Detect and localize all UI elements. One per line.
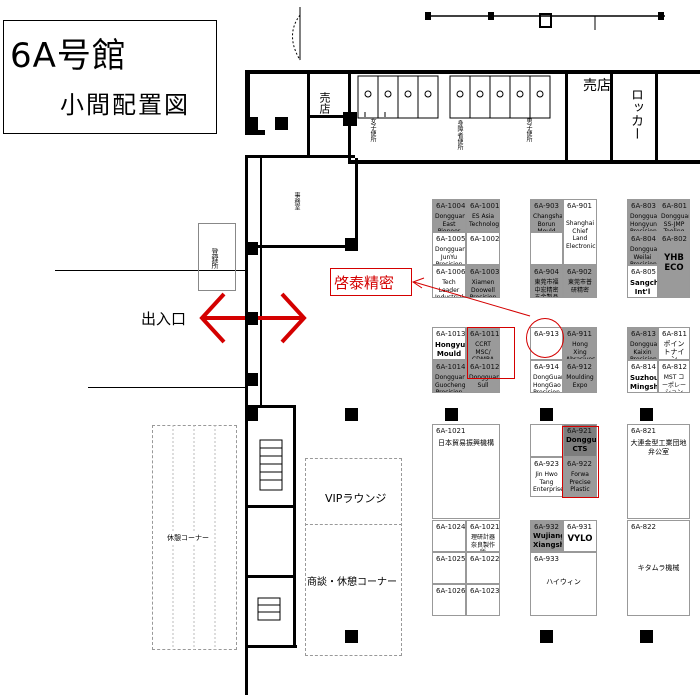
annotation-callout-box — [330, 268, 412, 296]
pillar — [345, 630, 358, 643]
pillar — [540, 630, 553, 643]
highlight-box — [562, 426, 599, 498]
shop-label-left: 売店 — [318, 92, 331, 114]
booth-6a-1024[interactable]: 6A-1024 — [432, 520, 466, 552]
meeting-lounge-label: 商談・休憩コーナー — [307, 577, 397, 588]
pillar — [445, 408, 458, 421]
pillar — [245, 117, 258, 130]
restroom-fixtures — [357, 75, 551, 119]
pillar — [245, 373, 258, 386]
annotation-callout-label: 啓泰精密 — [334, 274, 395, 292]
hall-title: 6A号館 — [10, 36, 127, 76]
booth-6a-1022[interactable]: 6A-1022 — [466, 552, 500, 584]
elevator — [257, 597, 281, 621]
entrance-label: 出入口 — [141, 310, 187, 328]
pillar — [640, 408, 653, 421]
pillar — [345, 238, 358, 251]
pillar — [540, 408, 553, 421]
booth-6a-1023[interactable]: 6A-1023 — [466, 584, 500, 616]
highlight-circle — [526, 318, 564, 358]
booth-6a-1002[interactable]: 6A-1002 — [466, 232, 500, 265]
booth-6a-1025[interactable]: 6A-1025 — [432, 552, 466, 584]
womens-toilet-label: 女子便所 — [369, 118, 376, 142]
pillar — [345, 408, 358, 421]
office-room-label: 事務室 — [293, 192, 300, 210]
title-box — [3, 20, 217, 134]
rest-corner-label: 休憩コーナー — [165, 533, 211, 543]
pillar — [245, 312, 258, 325]
curved-door-top — [292, 7, 301, 61]
booth-empty-b — [530, 232, 563, 265]
vip-lounge-label: VIPラウンジ — [325, 492, 387, 505]
floor-plan-subtitle: 小間配置図 — [60, 91, 190, 119]
pillar — [245, 242, 258, 255]
annotation-arrow — [411, 277, 531, 317]
booth-empty-c — [530, 424, 563, 457]
top-partition — [425, 12, 665, 30]
mens-toilet-label: 男子便所 — [525, 118, 532, 142]
highlight-box — [467, 327, 515, 379]
staircase — [259, 439, 283, 491]
pillar — [343, 112, 357, 126]
shop-label-right: 売店 — [583, 78, 611, 94]
booth-6a-921[interactable]: 6A-921Dongguan CTS — [563, 424, 597, 457]
booth-6a-805[interactable]: 6A-805Sangchon Int'l — [627, 265, 658, 298]
registration-label: 登録所 — [211, 248, 219, 269]
registration-desk — [198, 223, 236, 291]
pillar — [275, 117, 288, 130]
lounge-area — [305, 458, 402, 656]
accessible-toilet-label: 身障者便所 — [456, 120, 463, 150]
booth-6a-1026[interactable]: 6A-1026 — [432, 584, 466, 616]
pillar — [245, 408, 258, 421]
locker-label: ロッカー — [628, 88, 643, 140]
pillar — [640, 630, 653, 643]
